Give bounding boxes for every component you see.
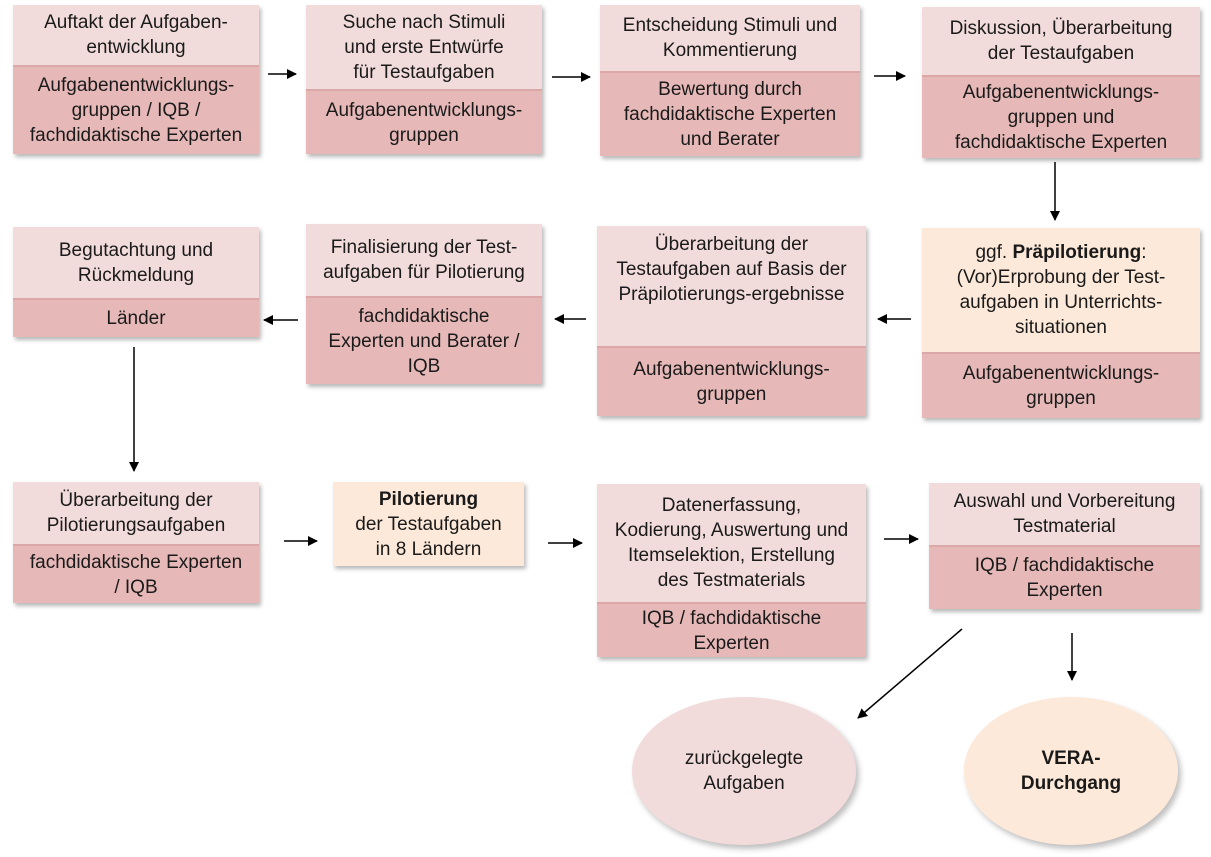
- step-suffix: : (Vor)Erprobung der Test- aufgaben in U…: [956, 242, 1166, 338]
- actor-label: Aufgabenentwicklungs- gruppen: [306, 89, 542, 154]
- step-auftakt: Auftakt der Aufgaben- entwicklung Aufgab…: [13, 5, 259, 154]
- actor-label: IQB / fachdidaktische Experten: [929, 545, 1200, 609]
- outcome-vera-durchgang: VERA- Durchgang: [964, 697, 1178, 845]
- actor-label: Länder: [13, 298, 259, 337]
- outcome-zurueckgelegte-aufgaben: zurückgelegte Aufgaben: [632, 697, 856, 845]
- step-label: ggf. Präpilotierung: (Vor)Erprobung der …: [922, 228, 1200, 352]
- step-bold: Pilotierung: [378, 488, 479, 510]
- actor-label: Aufgabenentwicklungs- gruppen: [597, 346, 866, 416]
- step-pilotierung: Pilotierung der Testaufgaben in 8 Länder…: [333, 482, 524, 566]
- actor-label: fachdidaktische Experten / IQB: [13, 544, 259, 603]
- step-label: Finalisierung der Test- aufgaben für Pil…: [306, 224, 542, 296]
- step-bold: Präpilotierung: [1012, 242, 1142, 263]
- step-label: Begutachtung und Rückmeldung: [13, 227, 259, 298]
- arrow-to-zurueck: [857, 628, 963, 719]
- step-label: Suche nach Stimuli und erste Entwürfe fü…: [306, 5, 542, 89]
- step-label: Überarbeitung der Testaufgaben auf Basis…: [597, 226, 866, 346]
- step-datenerfassung: Datenerfassung, Kodierung, Auswertung un…: [597, 484, 866, 657]
- step-rest: der Testaufgaben in 8 Ländern: [355, 513, 502, 560]
- step-label: Auswahl und Vorbereitung Testmaterial: [929, 483, 1200, 545]
- step-label: Entscheidung Stimuli und Kommentierung: [600, 5, 860, 71]
- actor-label: fachdidaktische Experten und Berater / I…: [306, 296, 542, 384]
- step-ueberarbeitung-praepilot: Überarbeitung der Testaufgaben auf Basis…: [597, 226, 866, 416]
- step-suche-stimuli: Suche nach Stimuli und erste Entwürfe fü…: [306, 5, 542, 154]
- step-label: Pilotierung der Testaufgaben in 8 Länder…: [333, 482, 524, 566]
- step-label: Datenerfassung, Kodierung, Auswertung un…: [597, 484, 866, 602]
- step-ueberarbeitung-pilot: Überarbeitung der Pilotierungsaufgaben f…: [13, 482, 259, 603]
- actor-label: IQB / fachdidaktische Experten: [597, 602, 866, 657]
- step-finalisierung: Finalisierung der Test- aufgaben für Pil…: [306, 224, 542, 384]
- actor-label: Aufgabenentwicklungs- gruppen und fachdi…: [922, 75, 1200, 158]
- actor-label: Bewertung durch fachdidaktische Experten…: [600, 71, 860, 156]
- step-label: Diskussion, Überarbeitung der Testaufgab…: [922, 7, 1200, 75]
- step-auswahl-testmaterial: Auswahl und Vorbereitung Testmaterial IQ…: [929, 483, 1200, 609]
- step-praepilotierung: ggf. Präpilotierung: (Vor)Erprobung der …: [922, 228, 1200, 418]
- actor-label: Aufgabenentwicklungs- gruppen: [922, 352, 1200, 418]
- step-entscheidung-stimuli: Entscheidung Stimuli und Kommentierung B…: [600, 5, 860, 156]
- step-diskussion: Diskussion, Überarbeitung der Testaufgab…: [922, 7, 1200, 158]
- actor-label: Aufgabenentwicklungs- gruppen / IQB / fa…: [13, 65, 259, 154]
- step-begutachtung: Begutachtung und Rückmeldung Länder: [13, 227, 259, 337]
- step-prefix: ggf.: [975, 242, 1013, 263]
- step-label: Überarbeitung der Pilotierungsaufgaben: [13, 482, 259, 544]
- step-label: Auftakt der Aufgaben- entwicklung: [13, 5, 259, 65]
